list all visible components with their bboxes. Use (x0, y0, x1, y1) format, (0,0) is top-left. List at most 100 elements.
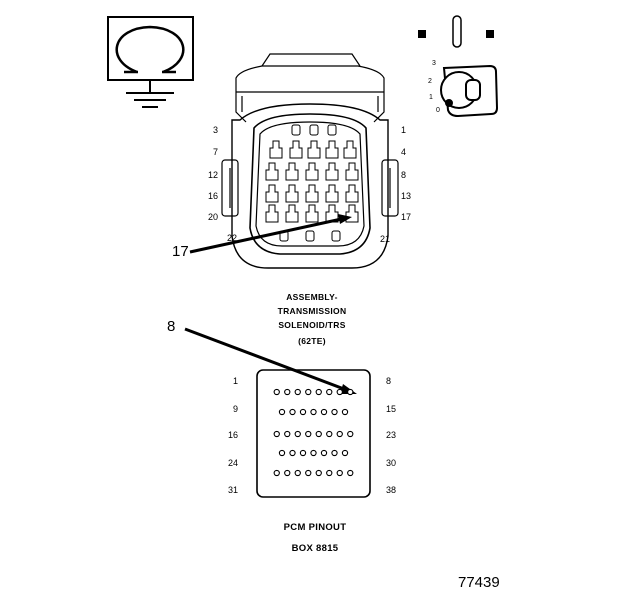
switch-position-label: 1 (429, 94, 433, 101)
pcm-pin (305, 469, 312, 477)
connector-terminal (325, 162, 339, 181)
connector-terminal (307, 140, 321, 159)
connector-body (221, 53, 399, 269)
connector-terminal (305, 162, 319, 181)
pcm-pin-label: 24 (227, 458, 238, 468)
connector-terminal (345, 162, 359, 181)
connector-caption-line: SOLENOID/TRS (278, 320, 346, 330)
pcm-pin (320, 449, 328, 457)
pcm-pin (273, 430, 280, 438)
pcm-pin (294, 430, 301, 438)
connector-cavity (309, 124, 319, 136)
pcm-pin (331, 408, 338, 416)
pcm-pin-label: 23 (386, 430, 397, 440)
connector-terminal (325, 140, 339, 159)
connector-cavity (291, 124, 301, 136)
pcm-pin (341, 449, 349, 457)
pcm-pin (278, 408, 286, 416)
pcm-pin (315, 388, 322, 396)
switch-position-label: 3 (432, 60, 436, 67)
pcm-pin (336, 430, 343, 438)
pcm-pin-label: 9 (232, 404, 238, 414)
pcm-pin (310, 449, 317, 457)
pcm-pin (347, 469, 354, 477)
connector-pin-label: 1 (401, 125, 407, 135)
connector-terminal (305, 184, 319, 203)
connector-caption-line: TRANSMISSION (277, 306, 347, 316)
pcm-pin-grid (273, 388, 354, 477)
callout-label-8: 8 (167, 318, 176, 335)
connector-pin-label: 12 (207, 170, 218, 180)
connector-terminal (265, 162, 279, 181)
pcm-pin (278, 449, 286, 457)
pcm-pin (294, 388, 301, 396)
connector-pin-label: 20 (207, 212, 218, 222)
connector-terminal (265, 204, 279, 223)
connector-terminal (345, 204, 359, 223)
ignition-key-icon (440, 64, 499, 118)
pcm-pin (326, 430, 333, 438)
pcm-pin-label: 38 (386, 485, 397, 495)
pcm-pin-label: 30 (386, 458, 397, 468)
switch-position-label: 0 (436, 107, 440, 114)
pcm-pin (336, 469, 343, 477)
pcm-pin (305, 430, 312, 438)
connector-terminal (285, 204, 299, 223)
pcm-pin (289, 408, 296, 416)
connector-pin-label: 7 (212, 147, 218, 157)
pcm-caption-line: PCM PINOUT (283, 522, 347, 533)
connector-cavity (331, 230, 341, 242)
pcm-pin (341, 408, 349, 416)
pcm-pin (299, 449, 307, 457)
figure-id: 77439 (458, 574, 500, 591)
pcm-pin (326, 388, 333, 396)
pcm-pin (284, 469, 291, 477)
pcm-pin (347, 430, 354, 438)
connector-terminal (269, 140, 283, 159)
pcm-pin (315, 430, 322, 438)
pcm-pin (347, 388, 354, 396)
connector-cavity (305, 230, 315, 242)
pcm-pin (294, 469, 301, 477)
connector-terminal (265, 184, 279, 203)
pcm-pin (331, 449, 338, 457)
pcm-caption-line: BOX 8815 (291, 543, 339, 554)
pcm-pin (284, 388, 291, 396)
connector-pin-label: 4 (401, 147, 407, 157)
connector-pin-label: 22 (227, 233, 238, 243)
pcm-pin (273, 388, 280, 396)
pcm-pin (336, 388, 343, 396)
ohmmeter-icon (107, 16, 194, 81)
pcm-pin (320, 408, 328, 416)
connector-pin-label: 3 (212, 125, 218, 135)
pcm-pin-label: 15 (386, 404, 397, 414)
connector-terminal (325, 184, 339, 203)
connector-terminal (289, 140, 303, 159)
pcm-pin (299, 408, 307, 416)
pcm-pin (310, 408, 317, 416)
pcm-pin-label: 31 (227, 485, 238, 495)
connector-cavity (327, 124, 337, 136)
ground-icon (126, 80, 174, 108)
connector-terminal (305, 204, 319, 223)
pcm-pin-label: 16 (227, 430, 238, 440)
connector-cavities (265, 124, 359, 242)
pcm-pin (326, 469, 333, 477)
callout-label-17: 17 (172, 243, 189, 260)
connector-terminal (285, 162, 299, 181)
switch-position-label: 2 (428, 78, 432, 85)
connector-terminal (345, 184, 359, 203)
pcm-pin (289, 449, 296, 457)
pcm-pin (315, 469, 322, 477)
pcm-pin (284, 430, 291, 438)
callout-arrow-17 (189, 214, 352, 254)
pcm-pin-label: 1 (232, 376, 238, 386)
connector-pin-label: 13 (401, 191, 412, 201)
connector-caption-line: ASSEMBLY- (286, 292, 338, 302)
pcm-pin-label: 8 (386, 376, 392, 386)
connector-caption-line: (62TE) (298, 336, 326, 346)
connector-pin-label: 17 (401, 212, 412, 222)
connector-pin-label: 8 (401, 170, 407, 180)
